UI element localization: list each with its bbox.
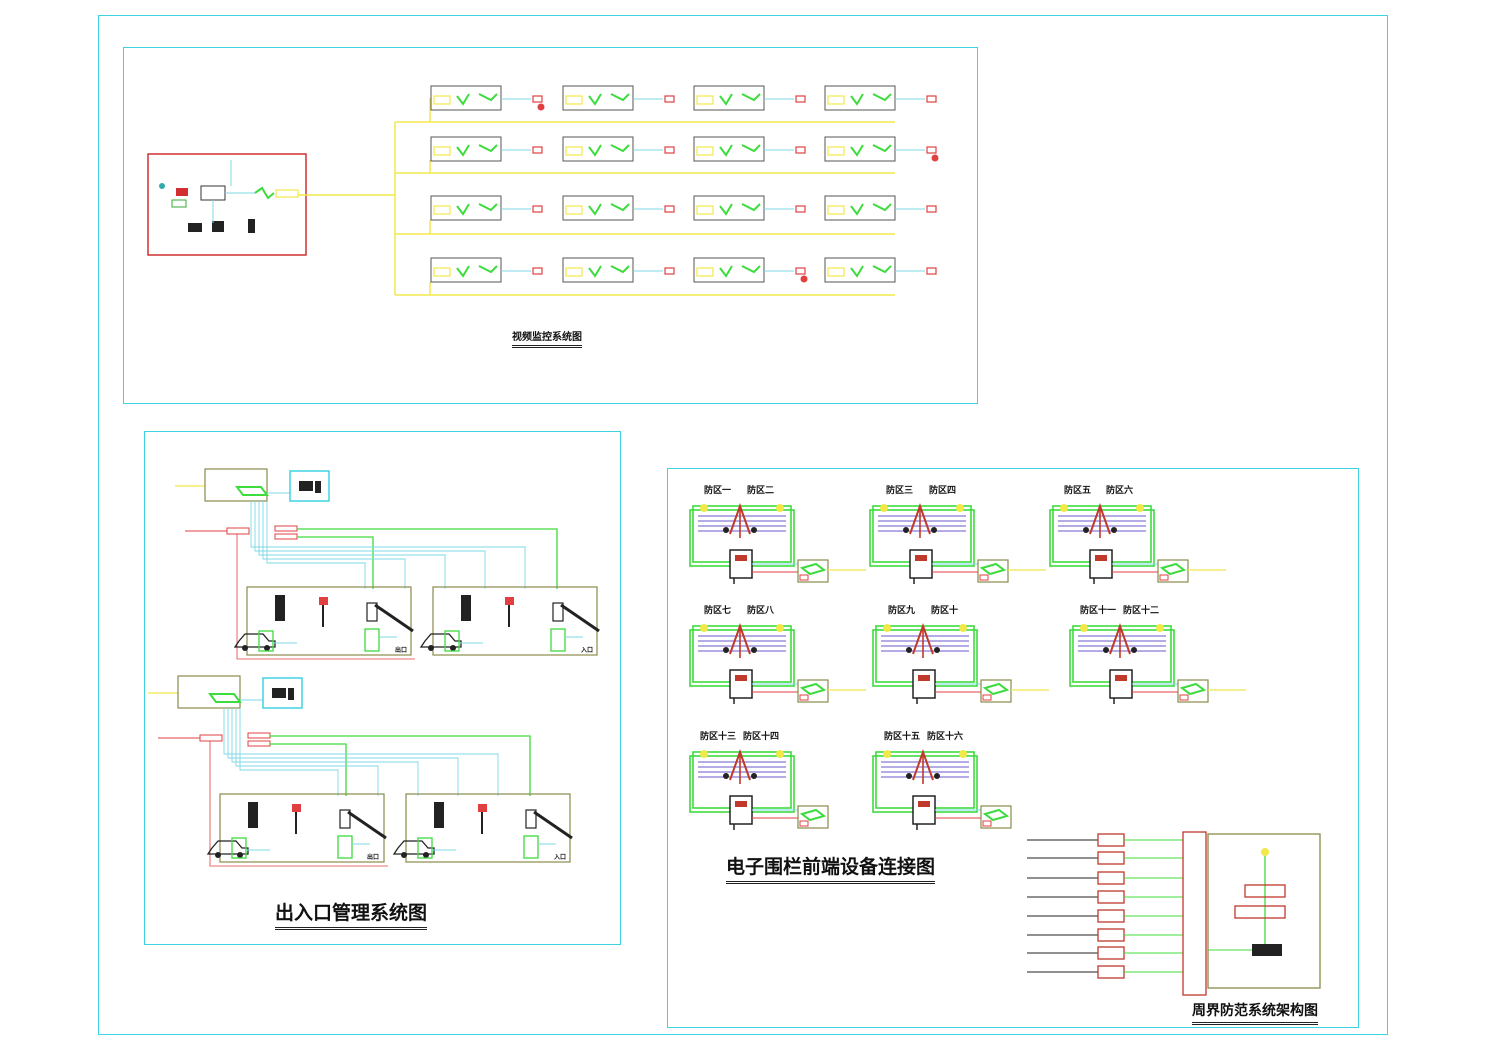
perimeter-architecture (1027, 831, 1321, 996)
video-node (824, 257, 937, 283)
access-lane (419, 586, 600, 656)
exit-label-1: 出口 (395, 647, 408, 654)
zone-label-6b: 防区十二 (1123, 606, 1160, 616)
perimeter-host (1097, 909, 1125, 923)
zone-label-3b: 防区六 (1106, 486, 1134, 496)
access-lane (392, 793, 573, 863)
video-section-frame (123, 47, 978, 404)
access-block (148, 675, 573, 867)
outer-frame (98, 15, 1388, 1035)
fence-zone-unit (689, 623, 866, 704)
zone-label-6a: 防区十一 (1080, 606, 1117, 616)
perimeter-host (1097, 871, 1125, 885)
video-system-title: 视频监控系统图 (512, 328, 582, 348)
fence-zone-unit (689, 503, 866, 584)
fence-zone-grid (689, 503, 1246, 830)
access-control-diagram (148, 468, 600, 867)
zone-label-1a: 防区一 (704, 486, 732, 496)
video-node (430, 136, 543, 162)
zone-label-7b: 防区十四 (743, 732, 780, 742)
video-node (562, 136, 675, 162)
video-node (693, 85, 806, 111)
perimeter-host (1097, 833, 1125, 847)
video-node (430, 195, 543, 221)
fence-zone-unit (872, 623, 1049, 704)
fence-zone-unit (869, 503, 1046, 584)
exit-label-2: 出口 (367, 854, 380, 861)
video-node (562, 257, 675, 283)
zone-label-1b: 防区二 (747, 486, 775, 496)
access-block (175, 468, 600, 660)
zone-label-4b: 防区八 (747, 606, 775, 616)
zone-label-8b: 防区十六 (927, 732, 964, 742)
zone-label-5b: 防区十 (931, 606, 959, 616)
perimeter-host (1097, 851, 1125, 865)
fence-zone-unit (1049, 503, 1226, 584)
perimeter-architecture-title: 周界防范系统架构图 (1192, 1000, 1318, 1025)
video-node (562, 85, 675, 111)
entry-label-1: 入口 (581, 647, 594, 654)
entry-label-2: 入口 (554, 854, 567, 861)
zone-label-2a: 防区三 (886, 486, 914, 496)
video-backbone (394, 98, 895, 296)
video-node (824, 195, 937, 221)
video-node (430, 85, 545, 111)
video-node-grid (430, 85, 939, 283)
fence-zone-unit (689, 749, 829, 830)
zone-label-5a: 防区九 (888, 606, 916, 616)
perimeter-host (1097, 965, 1125, 979)
fence-zone-unit (872, 749, 1012, 830)
access-section-frame (144, 431, 621, 945)
perimeter-host (1097, 928, 1125, 942)
perimeter-host (1097, 890, 1125, 904)
video-node (562, 195, 675, 221)
video-node (693, 136, 806, 162)
fence-zone-unit (1069, 623, 1246, 704)
zone-label-7a: 防区十三 (700, 732, 737, 742)
video-node (824, 136, 939, 162)
video-node (693, 257, 808, 283)
access-lane (233, 586, 414, 656)
zone-label-4a: 防区七 (704, 606, 732, 616)
zone-label-3a: 防区五 (1064, 486, 1092, 496)
video-node (824, 85, 937, 111)
monitoring-center (147, 153, 395, 256)
fence-diagram-title: 电子围栏前端设备连接图 (726, 852, 936, 884)
perimeter-host (1097, 946, 1125, 960)
fence-section-frame (667, 468, 1359, 1028)
video-node (693, 195, 806, 221)
access-system-title: 出入口管理系统图 (275, 898, 428, 930)
zone-label-2b: 防区四 (929, 486, 957, 496)
video-node (430, 257, 543, 283)
access-lane (206, 793, 387, 863)
zone-label-8a: 防区十五 (884, 732, 921, 742)
